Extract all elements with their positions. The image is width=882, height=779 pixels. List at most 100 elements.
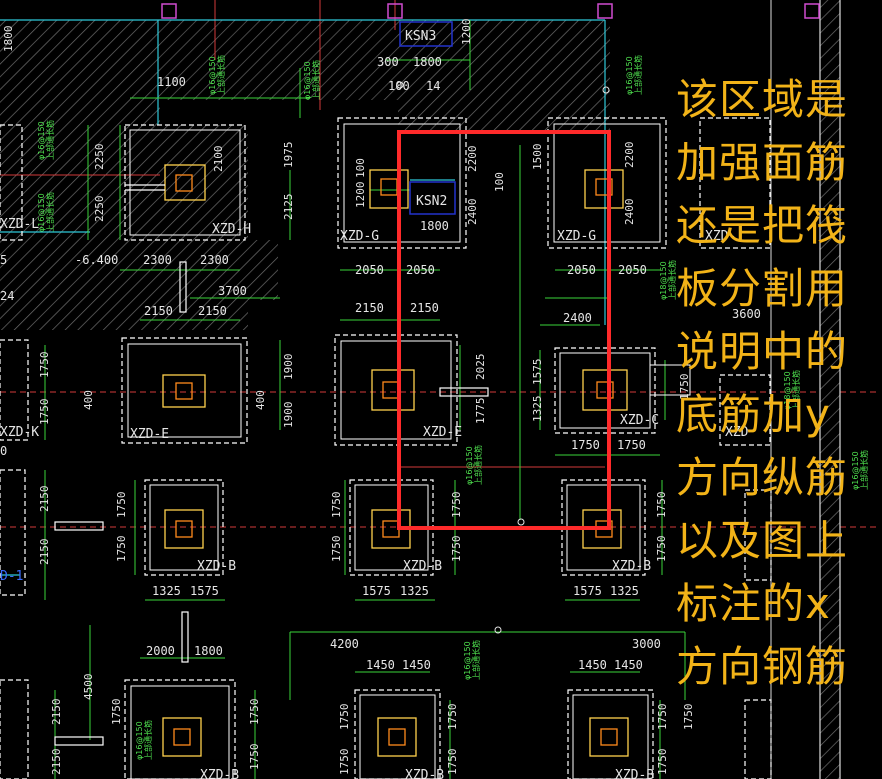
cap-label: XZD-G xyxy=(557,229,596,244)
svg-text:2125: 2125 xyxy=(282,194,295,221)
cap-label: XZD-B xyxy=(612,559,651,574)
cap-xzd-g-1 xyxy=(337,117,467,249)
rebar-notes: φ16@150 上部通长筋 φ16@150 上部通长筋 φ16@150 上部通长… xyxy=(37,55,869,760)
svg-text:1750: 1750 xyxy=(338,749,351,776)
svg-text:1450: 1450 xyxy=(614,658,643,672)
cap-xzd-h xyxy=(124,124,246,241)
cap-right-top xyxy=(699,117,771,249)
svg-text:1750: 1750 xyxy=(682,704,695,731)
cap-label: D-1 xyxy=(0,569,23,584)
svg-text:1325: 1325 xyxy=(400,584,429,598)
svg-text:2000: 2000 xyxy=(146,644,175,658)
annotation-line: 还是把筏 xyxy=(676,201,849,250)
ksn3-label: KSN3 xyxy=(405,29,436,44)
svg-text:2300: 2300 xyxy=(143,253,172,267)
svg-text:1750: 1750 xyxy=(330,536,343,563)
annotation-line: 标注的x xyxy=(676,579,831,628)
annotation-line: 以及图上 xyxy=(676,516,849,565)
svg-text:上部通长筋: 上部通长筋 xyxy=(216,55,226,95)
cap-label: XZD- xyxy=(705,229,736,244)
svg-text:2100: 2100 xyxy=(212,146,225,173)
ksn2-box xyxy=(409,181,456,215)
svg-text:上部通长筋: 上部通长筋 xyxy=(667,260,677,300)
columns xyxy=(162,164,629,757)
svg-text:φ16@150: φ16@150 xyxy=(465,446,474,485)
svg-text:2050: 2050 xyxy=(567,263,596,277)
cap-xzd-e-2 xyxy=(334,334,458,446)
svg-text:1975: 1975 xyxy=(282,142,295,169)
svg-text:2250: 2250 xyxy=(93,144,106,171)
cap-label: XZD-B xyxy=(403,559,442,574)
svg-text:2200: 2200 xyxy=(466,146,479,173)
annotation-line: 该区域是 xyxy=(676,75,849,124)
svg-text:2400: 2400 xyxy=(466,199,479,226)
cap-label: XZD-L xyxy=(0,217,39,232)
svg-text:2150: 2150 xyxy=(38,539,51,566)
svg-text:1750: 1750 xyxy=(656,749,669,776)
cap-left-bottom xyxy=(0,679,29,779)
cap-label: XZD-H xyxy=(212,222,251,237)
svg-text:2400: 2400 xyxy=(623,199,636,226)
svg-text:上部通长筋: 上部通长筋 xyxy=(471,640,481,680)
svg-text:2300: 2300 xyxy=(200,253,229,267)
svg-text:1750: 1750 xyxy=(450,536,463,563)
cap-bottom-1 xyxy=(124,679,236,779)
svg-text:φ16@150: φ16@150 xyxy=(463,641,472,680)
highlight-region-box xyxy=(397,130,611,530)
slab-edge-lines xyxy=(0,19,606,576)
cap-label: XZD-B xyxy=(197,559,236,574)
cap-label: XZD-K xyxy=(0,425,39,440)
svg-text:1575: 1575 xyxy=(573,584,602,598)
svg-text:1575: 1575 xyxy=(190,584,219,598)
cap-label: XZD-E xyxy=(423,425,462,440)
svg-text:3700: 3700 xyxy=(218,284,247,298)
svg-text:1750: 1750 xyxy=(38,399,51,426)
hatched-slab-zones xyxy=(0,20,610,330)
svg-text:1750: 1750 xyxy=(248,744,261,771)
dim-text: 1800 xyxy=(2,26,15,53)
svg-text:2025: 2025 xyxy=(474,354,487,381)
cap-label: XZD-E xyxy=(130,427,169,442)
cap-label: XZD-B xyxy=(200,768,239,779)
annotation-note: 该区域是 加强面筋 还是把筏 板分割用 说明中的 底筋加y 方向纵筋 以及图上 … xyxy=(676,68,882,698)
svg-text:1750: 1750 xyxy=(656,704,669,731)
dim-text: 300 xyxy=(377,55,399,69)
svg-text:1450: 1450 xyxy=(578,658,607,672)
node-markers xyxy=(396,81,610,634)
svg-text:上部通长筋: 上部通长筋 xyxy=(143,720,153,760)
svg-text:2150: 2150 xyxy=(38,486,51,513)
svg-text:2150: 2150 xyxy=(355,301,384,315)
svg-text:上部通长筋: 上部通长筋 xyxy=(45,120,55,160)
svg-text:φ16@150: φ16@150 xyxy=(303,61,312,100)
dim-text: 1100 xyxy=(157,75,186,89)
svg-text:1750: 1750 xyxy=(655,536,668,563)
ksn3-box xyxy=(399,21,453,47)
annotation-line: 底筋加y xyxy=(676,390,831,439)
svg-text:上部通长筋: 上部通长筋 xyxy=(633,55,643,95)
dimension-texts: 1800 1100 300 1800 100 14 KSN3 1200 KSN2… xyxy=(0,19,761,776)
cap-label: XZD-B xyxy=(405,768,444,779)
svg-text:1750: 1750 xyxy=(571,438,600,452)
svg-text:1325: 1325 xyxy=(531,396,544,423)
cap-left-top xyxy=(0,124,23,241)
svg-text:1750: 1750 xyxy=(115,492,128,519)
cap-right-row3 xyxy=(744,489,772,581)
svg-text:φ18@150: φ18@150 xyxy=(659,261,668,300)
svg-text:上部通长筋: 上部通长筋 xyxy=(45,192,55,232)
svg-text:1900: 1900 xyxy=(282,354,295,381)
dim-text: 14 xyxy=(426,79,440,93)
svg-text:1200: 1200 xyxy=(354,182,367,209)
svg-text:3600: 3600 xyxy=(732,307,761,321)
svg-text:1500: 1500 xyxy=(531,144,544,171)
svg-text:4500: 4500 xyxy=(82,674,95,701)
svg-text:2050: 2050 xyxy=(406,263,435,277)
cap-xzd-b-1 xyxy=(144,479,224,576)
cap-label: XZD-B xyxy=(615,768,654,779)
cap-xzd-e-1 xyxy=(121,337,248,444)
svg-text:1750: 1750 xyxy=(655,492,668,519)
svg-text:2150: 2150 xyxy=(410,301,439,315)
svg-text:1800: 1800 xyxy=(420,219,449,233)
svg-text:1750: 1750 xyxy=(248,699,261,726)
